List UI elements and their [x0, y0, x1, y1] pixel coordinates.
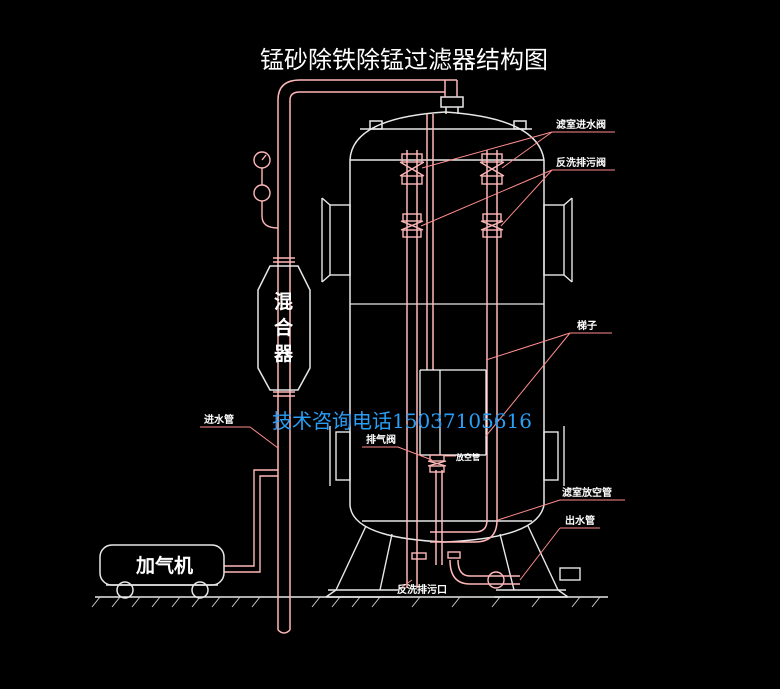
backwash-drain-valve-left [400, 213, 424, 238]
drain-valve-bottom [411, 551, 461, 560]
side-manways [321, 197, 573, 486]
internal-pipes [406, 114, 520, 588]
label-outlet-pipe: 出水管 [565, 514, 595, 527]
vent-valve-small [427, 454, 447, 473]
aerator-label: 加气机 [135, 554, 193, 577]
leader-lines [200, 131, 625, 591]
label-filter-vent-pipe: 滤室放空管 [562, 486, 612, 499]
filter-inlet-valve-right [479, 153, 505, 185]
label-vent-pipe: 放空管 [455, 452, 480, 462]
label-ladder: 梯子 [577, 319, 597, 332]
ground [91, 596, 608, 608]
label-backwash-drain-outlet: 反洗排污口 [397, 583, 447, 596]
mixer-char-3: 器 [273, 343, 294, 365]
label-backwash-drain-valve: 反洗排污阀 [556, 156, 606, 169]
tank-supports [325, 525, 581, 598]
mixer-vessel [257, 265, 311, 391]
label-filter-inlet-valve: 滤室进水阀 [556, 118, 606, 131]
label-inlet-pipe: 进水管 [204, 413, 234, 426]
pressure-gauge-icon [253, 151, 279, 229]
diagram-title: 锰砂除铁除锰过滤器结构图 [260, 46, 548, 74]
aerator [99, 544, 225, 599]
air-line [224, 469, 278, 573]
contact-phone-watermark: 技术咨询电话15037105616 [272, 409, 532, 433]
outlet-flange [487, 571, 505, 589]
filter-inlet-valve-left [399, 153, 425, 185]
inlet-piping [273, 79, 458, 634]
mixer-char-2: 合 [274, 316, 294, 339]
mixer-char-1: 混 [274, 291, 293, 313]
label-vent-valve: 排气阀 [366, 433, 396, 446]
internal-valves [399, 153, 505, 589]
backwash-drain-valve-right [480, 213, 504, 238]
filter-tank [349, 96, 545, 543]
mixer-label: 混 合 器 [273, 291, 294, 365]
